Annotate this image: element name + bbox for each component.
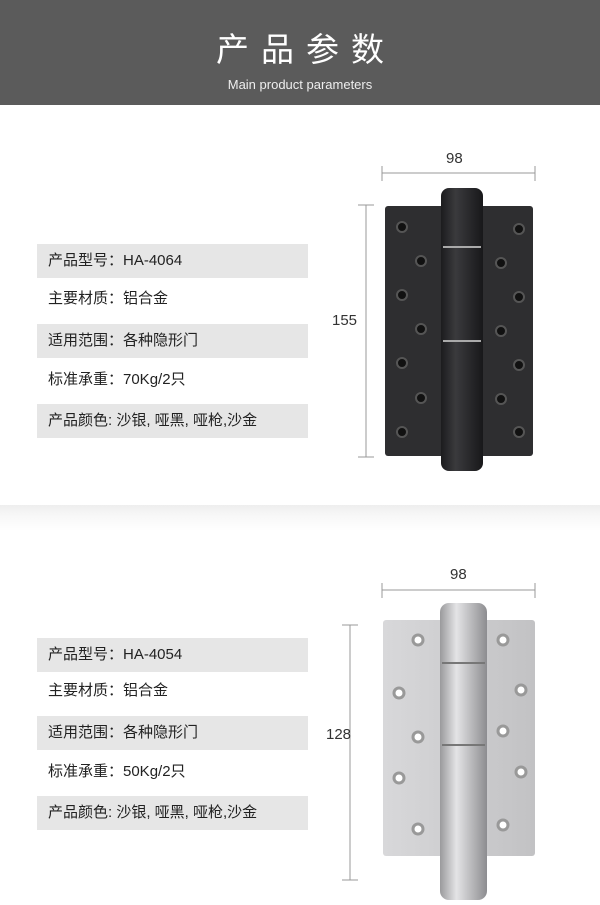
spec-model: 产品型号：HA-4064 — [37, 244, 308, 278]
page-subtitle: Main product parameters — [227, 77, 373, 92]
section-divider — [0, 505, 600, 531]
height-label: 155 — [332, 312, 358, 329]
spec-colors: 产品颜色: 沙银, 哑黑, 哑枪,沙金 — [37, 796, 308, 830]
width-label: 98 — [450, 566, 467, 583]
spec-material: 主要材质：铝合金 — [48, 682, 169, 699]
spec-material: 主要材质：铝合金 — [48, 290, 169, 307]
spec-load: 标准承重：70Kg/2只 — [48, 371, 186, 388]
black-hinge-image — [358, 166, 536, 471]
header-banner: 产品参数 Main product parameters — [0, 0, 600, 105]
spec-model: 产品型号：HA-4054 — [37, 638, 308, 672]
spec-colors: 产品颜色: 沙银, 哑黑, 哑枪,沙金 — [37, 404, 308, 438]
spec-usage: 适用范围：各种隐形门 — [37, 324, 308, 358]
page-title: 产品参数 — [216, 30, 396, 69]
width-label: 98 — [446, 150, 463, 167]
height-label: 128 — [326, 726, 352, 743]
spec-usage: 适用范围：各种隐形门 — [37, 716, 308, 750]
spec-load: 标准承重：50Kg/2只 — [48, 763, 186, 780]
silver-hinge-image — [342, 583, 536, 900]
